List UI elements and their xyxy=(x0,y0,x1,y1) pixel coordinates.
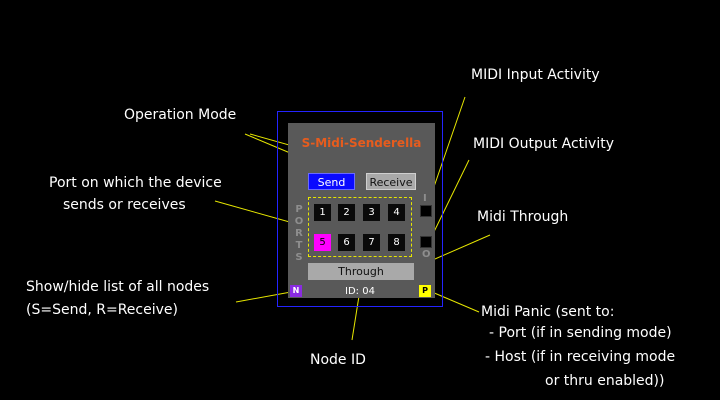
port-button-1[interactable]: 1 xyxy=(314,204,331,221)
device-title: S-Midi-Senderella xyxy=(301,136,422,150)
receive-button[interactable]: Receive xyxy=(366,173,416,190)
panic-button[interactable]: P xyxy=(419,285,431,297)
port-button-6[interactable]: 6 xyxy=(338,234,355,251)
ports-label-letter: R xyxy=(295,228,303,239)
leader-node-id xyxy=(351,295,360,341)
leader-midi-output xyxy=(429,159,470,241)
annotation-nodes-line2: (S=Send, R=Receive) xyxy=(26,302,178,318)
leader-nodes xyxy=(235,291,292,303)
leader-panic xyxy=(431,291,480,313)
node-id-value: ID: 04 xyxy=(345,286,375,297)
ports-label: P O R T S xyxy=(294,204,304,264)
annotation-midi-input-activity: MIDI Input Activity xyxy=(471,67,600,83)
annotation-port-line1: Port on which the device xyxy=(49,175,222,191)
nodes-list-button[interactable]: N xyxy=(290,285,302,297)
annotation-panic-line1: Midi Panic (sent to: xyxy=(481,304,615,320)
midi-output-indicator xyxy=(420,236,432,248)
annotation-panic-line3: - Host (if in receiving mode xyxy=(485,349,676,365)
port-button-3[interactable]: 3 xyxy=(363,204,380,221)
annotation-midi-output-activity: MIDI Output Activity xyxy=(473,136,615,152)
port-button-2[interactable]: 2 xyxy=(338,204,355,221)
annotation-panic-line4: or thru enabled)) xyxy=(545,373,665,389)
annotation-port-line2: sends or receives xyxy=(63,197,186,213)
through-button[interactable]: Through xyxy=(308,263,414,280)
annotation-node-id: Node ID xyxy=(310,352,366,368)
ports-group xyxy=(308,197,412,257)
annotation-midi-through: Midi Through xyxy=(477,209,569,225)
ports-label-letter: S xyxy=(295,252,303,263)
send-button[interactable]: Send xyxy=(308,173,355,190)
annotation-operation-mode: Operation Mode xyxy=(124,107,237,123)
port-button-4[interactable]: 4 xyxy=(388,204,405,221)
device-frame xyxy=(277,111,443,307)
ports-label-letter: O xyxy=(294,216,304,227)
port-button-8[interactable]: 8 xyxy=(388,234,405,251)
output-activity-label: O xyxy=(422,249,431,260)
input-activity-label: I xyxy=(423,193,427,204)
ports-label-letter: T xyxy=(295,240,303,251)
midi-input-indicator xyxy=(420,205,432,217)
ports-label-letter: P xyxy=(295,204,303,215)
port-button-7[interactable]: 7 xyxy=(363,234,380,251)
port-button-5-selected[interactable]: 5 xyxy=(314,234,331,251)
annotation-panic-line2: - Port (if in sending mode) xyxy=(489,325,672,341)
annotation-nodes-line1: Show/hide list of all nodes xyxy=(26,279,210,295)
